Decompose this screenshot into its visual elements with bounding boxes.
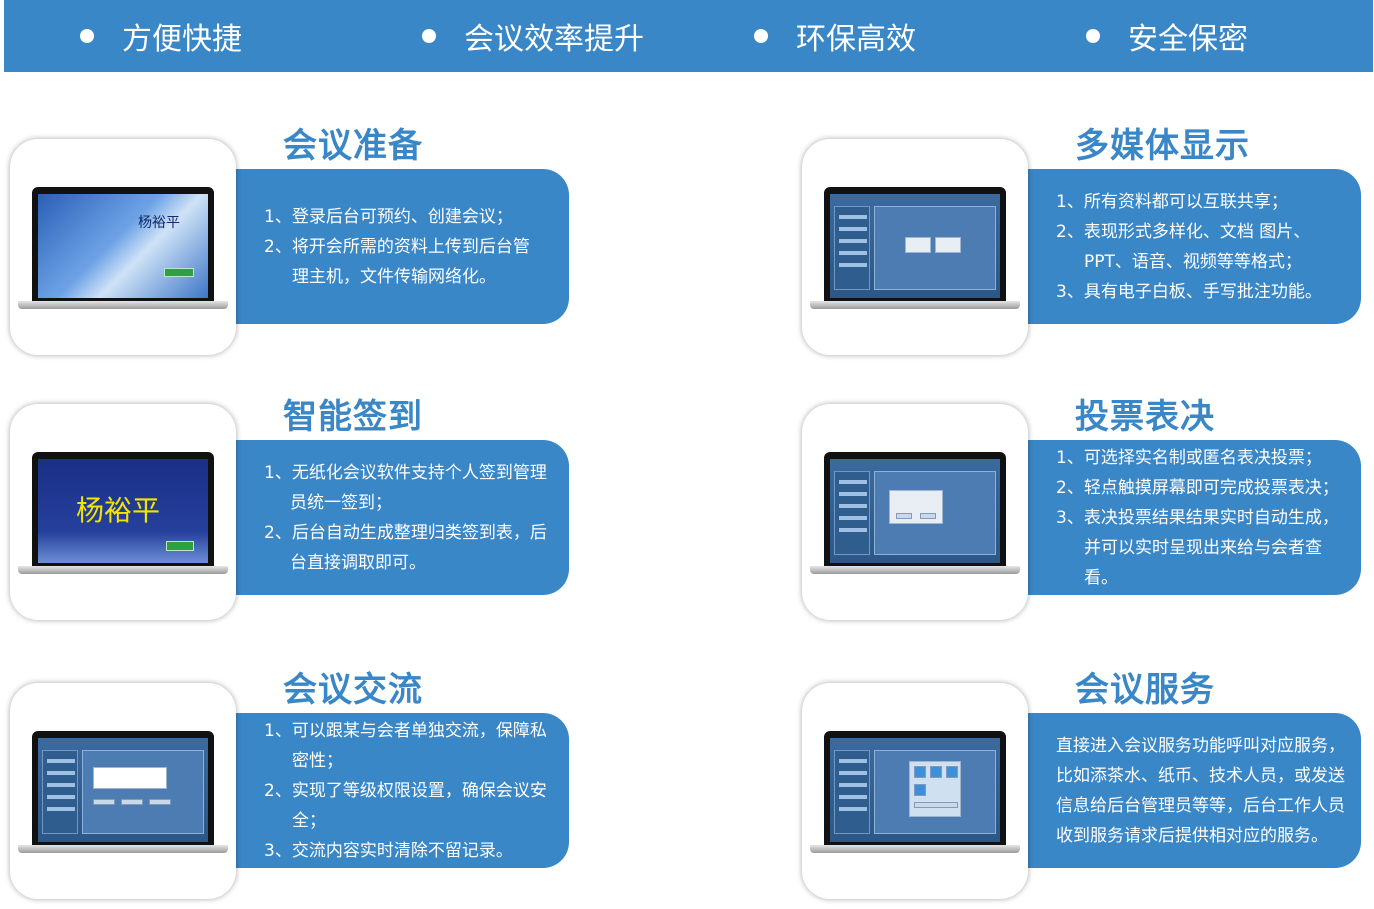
card-description: 1、无纸化会议软件支持个人签到管理 员统一签到； 2、后台自动生成整理归类签到表… [230,440,569,595]
laptop-illustration [810,187,1020,312]
screen-name-text: 杨裕平 [76,494,161,527]
checkin-button-graphic [166,541,194,551]
laptop-image-box: 杨裕平 [10,139,236,355]
feature-label: 安全保密 [1128,22,1248,57]
service-screen [830,738,1000,842]
card-title: 多媒体显示 [1075,126,1250,166]
bullet-dot-icon [80,29,94,43]
chat-screen [38,738,208,842]
laptop-illustration [18,731,228,856]
checkin-screen: 杨裕平 [38,459,208,563]
feature-label: 环保高效 [796,22,916,57]
laptop-illustration [810,452,1020,577]
card-description: 1、所有资料都可以互联共享； 2、表现形式多样化、文档 图片、 PPT、语音、视… [1022,169,1361,324]
laptop-illustration: 杨裕平 [18,187,228,312]
card-description: 1、登录后台可预约、创建会议； 2、将开会所需的资料上传到后台管 理主机，文件传… [230,169,569,324]
screen-name-text: 杨裕平 [138,215,180,231]
feature-banner: 方便快捷 会议效率提升 环保高效 安全保密 [4,0,1373,72]
laptop-image-box: 杨裕平 [10,404,236,620]
laptop-illustration: 杨裕平 [18,452,228,577]
login-button-graphic [164,268,194,277]
voting-screen [830,459,1000,563]
card-description: 1、可选择实名制或匿名表决投票； 2、轻点触摸屏幕即可完成投票表决； 3、表决投… [1022,440,1361,595]
laptop-image-box [802,404,1028,620]
feature-item: 方便快捷 [80,14,242,58]
laptop-image-box [802,139,1028,355]
feature-label: 方便快捷 [122,22,242,57]
feature-label: 会议效率提升 [464,22,644,57]
card-description: 直接进入会议服务功能呼叫对应服务， 比如添茶水、纸币、技术人员，或发送 信息给后… [1022,713,1361,868]
bullet-dot-icon [422,29,436,43]
bullet-dot-icon [754,29,768,43]
card-description: 1、可以跟某与会者单独交流，保障私 密性； 2、实现了等级权限设置，确保会议安 … [230,713,569,868]
feature-item: 会议效率提升 [422,14,644,58]
feature-item: 安全保密 [1086,14,1248,58]
card-title: 会议交流 [283,670,423,710]
card-title: 会议服务 [1075,670,1215,710]
multimedia-screen [830,194,1000,298]
laptop-illustration [810,731,1020,856]
feature-item: 环保高效 [754,14,916,58]
card-title: 智能签到 [283,397,423,437]
laptop-image-box [802,683,1028,899]
card-title: 投票表决 [1075,397,1215,437]
card-title: 会议准备 [283,126,423,166]
bullet-dot-icon [1086,29,1100,43]
login-screen: 杨裕平 [38,194,208,298]
laptop-image-box [10,683,236,899]
